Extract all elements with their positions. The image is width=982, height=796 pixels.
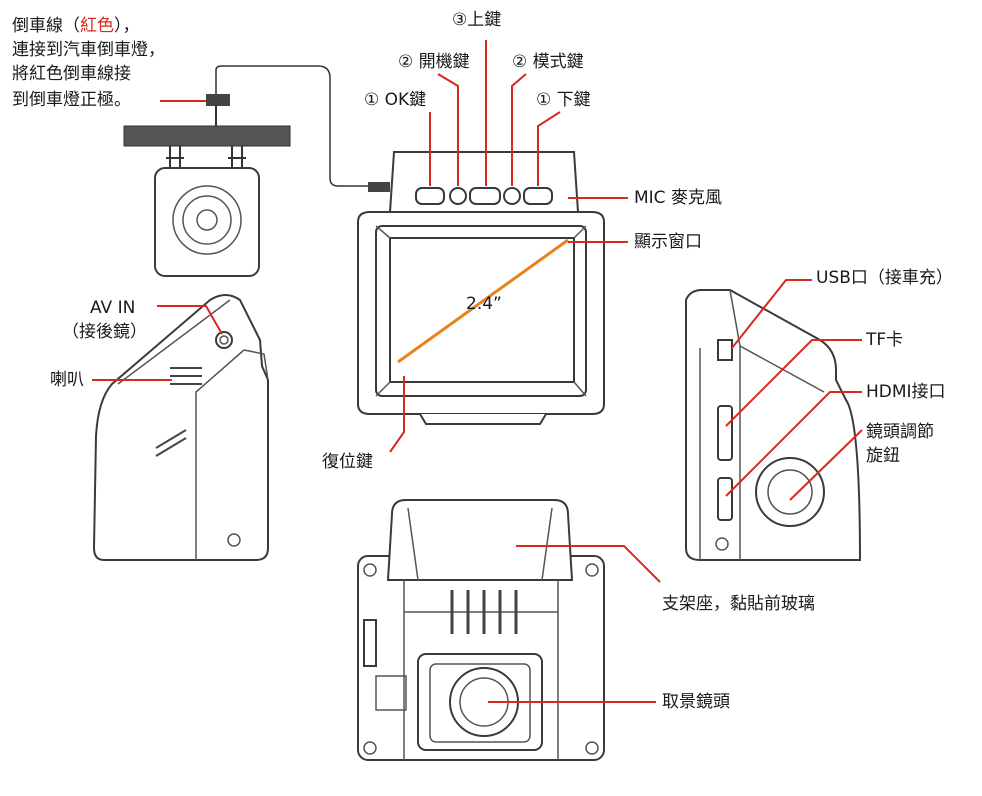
hdmi-label: HDMI接口 xyxy=(866,382,946,402)
main-unit xyxy=(357,151,605,425)
up-key-label: ③上鍵 xyxy=(452,10,502,30)
camera-lens-label: 取景鏡頭 xyxy=(662,692,730,712)
tf-card-label: TF卡 xyxy=(866,330,904,350)
power-key-label: ② 開機鍵 xyxy=(398,52,470,72)
reverse-wire-line4: 到倒車燈正極。 xyxy=(12,90,131,110)
left-side-view xyxy=(92,294,269,561)
right-side-view xyxy=(685,289,862,561)
display-label: 顯示窗口 xyxy=(634,232,702,252)
down-key-label: ① 下鍵 xyxy=(536,90,591,110)
mount-label: 支架座，黏貼前玻璃 xyxy=(662,594,815,614)
mode-key-label: ② 模式鍵 xyxy=(512,52,584,72)
av-in-sub-label: （接後鏡） xyxy=(62,322,147,342)
mic-label: MIC 麥克風 xyxy=(634,188,722,208)
reverse-wire xyxy=(215,65,368,187)
rear-camera xyxy=(123,94,291,277)
reset-key-label: 復位鍵 xyxy=(322,452,373,472)
lens-knob-label-1: 鏡頭調節 xyxy=(866,422,934,442)
back-view xyxy=(357,499,605,761)
reverse-wire-text-2: ）， xyxy=(114,16,140,36)
reverse-wire-line3: 將紅色倒車線接 xyxy=(12,64,131,84)
ok-key-label: ① OK鍵 xyxy=(364,90,427,110)
av-in-label: AV IN xyxy=(90,298,136,318)
reverse-wire-label: 倒車線（紅色）， xyxy=(12,14,140,38)
screen-size-label: 2.4” xyxy=(466,294,502,314)
reverse-wire-text-1: 倒車線（ xyxy=(12,16,80,36)
speaker-label: 喇叭 xyxy=(50,370,84,390)
reverse-wire-line2: 連接到汽車倒車燈， xyxy=(12,40,165,60)
lens-knob-label-2: 旋鈕 xyxy=(866,446,900,466)
reverse-wire-red-text: 紅色 xyxy=(80,16,114,36)
usb-label: USB口（接車充） xyxy=(816,268,953,288)
